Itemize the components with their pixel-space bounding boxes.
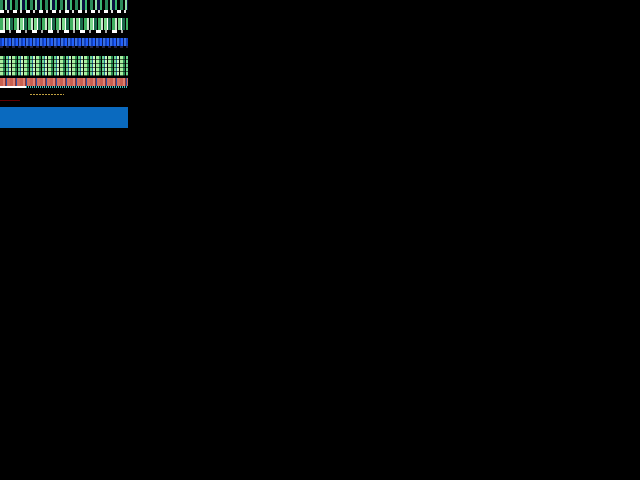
- noise-band-green: [0, 18, 128, 30]
- noise-band-blue: [0, 38, 128, 46]
- noise-band-cyan-dots: [0, 86, 128, 88]
- blue-bar[interactable]: [0, 107, 128, 128]
- noise-band-yellow-dots: [30, 94, 64, 95]
- noise-band-white-dashes-2: [0, 30, 128, 33]
- noise-band-dark: [0, 46, 128, 48]
- corrupted-framebuffer-region: [0, 0, 128, 128]
- noise-band-white-line: [0, 86, 26, 88]
- noise-band-top: [0, 0, 128, 10]
- noise-band-red: [0, 78, 128, 86]
- noise-band-green-dense: [0, 56, 128, 76]
- noise-band-white-dashes: [0, 10, 128, 13]
- noise-band-dark-red: [0, 100, 20, 101]
